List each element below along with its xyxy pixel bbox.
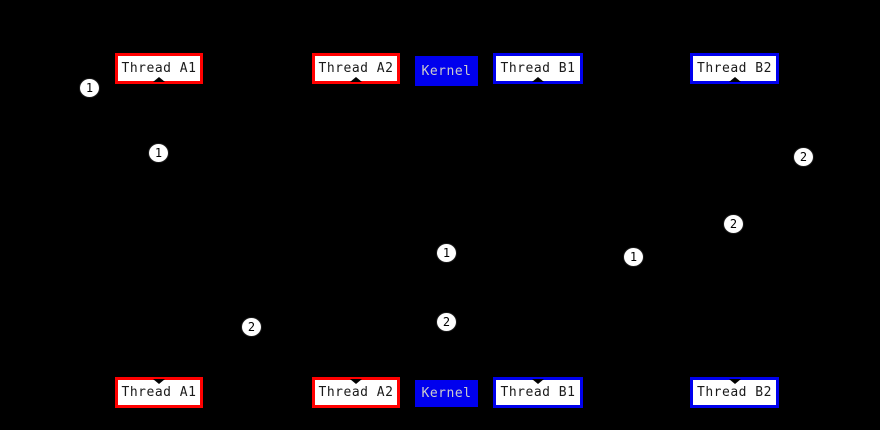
bottom-thread-a1-label: Thread A1 (121, 385, 197, 400)
bottom-thread-a2-label: Thread A2 (318, 385, 394, 400)
lifeline-notch (728, 379, 741, 384)
bottom-kernel-box: Kernel (415, 380, 478, 407)
top-thread-b2-label: Thread B2 (697, 61, 772, 76)
step-marker-1: 1 (623, 247, 644, 267)
lifeline-notch (532, 379, 544, 384)
bottom-kernel-label: Kernel (421, 386, 472, 401)
top-thread-a2-box: Thread A2 (312, 53, 400, 84)
top-thread-a2-label: Thread A2 (318, 61, 394, 76)
lifeline-notch (532, 77, 544, 82)
bottom-thread-b1-box: Thread B1 (493, 377, 583, 408)
step-marker-2: 2 (241, 317, 262, 337)
step-marker-2: 2 (793, 147, 814, 167)
top-thread-a1-label: Thread A1 (121, 61, 197, 76)
top-kernel-box: Kernel (415, 56, 478, 86)
step-marker-1: 1 (436, 243, 457, 263)
lifeline-notch (153, 379, 165, 384)
step-marker-2: 2 (436, 312, 457, 332)
lifeline-notch (728, 77, 741, 82)
top-thread-b2-box: Thread B2 (690, 53, 779, 84)
lifeline-notch (153, 77, 165, 82)
step-marker-2: 2 (723, 214, 744, 234)
top-kernel-label: Kernel (421, 63, 472, 79)
step-marker-1: 1 (79, 78, 100, 98)
bottom-thread-b2-label: Thread B2 (697, 385, 772, 400)
top-thread-b1-label: Thread B1 (500, 61, 576, 76)
bottom-thread-b1-label: Thread B1 (500, 385, 576, 400)
lifeline-notch (350, 379, 362, 384)
bottom-thread-b2-box: Thread B2 (690, 377, 779, 408)
bottom-thread-a2-box: Thread A2 (312, 377, 400, 408)
bottom-thread-a1-box: Thread A1 (115, 377, 203, 408)
step-marker-1: 1 (148, 143, 169, 163)
top-thread-b1-box: Thread B1 (493, 53, 583, 84)
lifeline-notch (350, 77, 362, 82)
top-thread-a1-box: Thread A1 (115, 53, 203, 84)
